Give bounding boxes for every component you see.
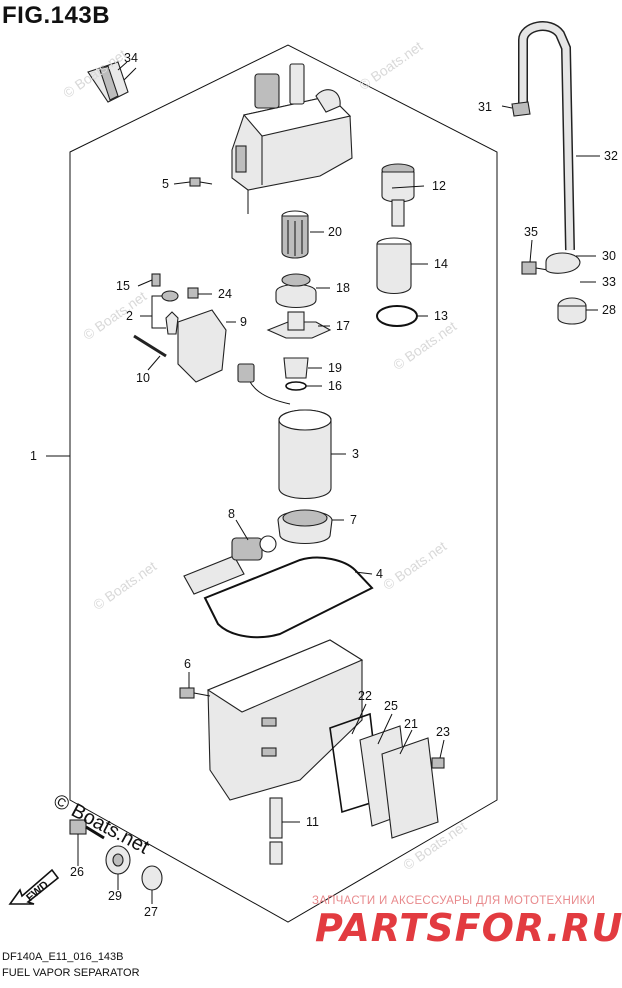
callout-4: 4 xyxy=(376,567,383,581)
part-31-hose-clamp xyxy=(511,101,531,117)
callout-5: 5 xyxy=(162,177,169,191)
part-17-bracket xyxy=(266,311,332,339)
callout-16: 16 xyxy=(328,379,342,393)
callout-19: 19 xyxy=(328,361,342,375)
part-4-gasket xyxy=(203,556,374,639)
callout-29: 29 xyxy=(108,889,122,903)
part-11-pins xyxy=(269,797,283,865)
part-21-cover-plate xyxy=(381,737,439,839)
model-code: DF140A_E11_016_143B xyxy=(2,951,124,963)
callout-18: 18 xyxy=(336,281,350,295)
part-10-pin xyxy=(133,334,167,358)
part-6-bolt xyxy=(179,687,211,699)
callout-34: 34 xyxy=(124,51,138,65)
part-2-valve xyxy=(161,290,179,335)
part-3-fuel-pump xyxy=(237,363,332,499)
callout-8: 8 xyxy=(228,507,235,521)
part-20-filter xyxy=(281,210,309,259)
callout-17: 17 xyxy=(336,319,350,333)
part-24-bolt xyxy=(187,287,199,299)
part-8-strainer xyxy=(183,535,277,595)
part-9-cover xyxy=(177,309,227,383)
part-16-ring xyxy=(285,381,307,391)
separator-top-cover xyxy=(231,63,353,214)
assembly-outline xyxy=(69,44,498,923)
callout-30: 30 xyxy=(602,249,616,263)
part-32-hose xyxy=(518,21,575,251)
promo-logo: PARTSFOR.RU xyxy=(315,906,622,950)
callout-22: 22 xyxy=(358,689,372,703)
callout-21: 21 xyxy=(404,717,418,731)
leader-lines xyxy=(46,67,600,904)
part-7-collar xyxy=(277,509,333,545)
part-27-collar xyxy=(141,865,163,891)
part-13-o-ring xyxy=(376,305,418,327)
part-15-screw xyxy=(151,273,161,287)
part-33-clamp xyxy=(545,252,581,274)
callout-9: 9 xyxy=(240,315,247,329)
callout-27: 27 xyxy=(144,905,158,919)
callout-2: 2 xyxy=(126,309,133,323)
callout-3: 3 xyxy=(352,447,359,461)
callout-32: 32 xyxy=(604,149,618,163)
callout-25: 25 xyxy=(384,699,398,713)
callout-23: 23 xyxy=(436,725,450,739)
callout-labels: 1 2 3 4 5 6 7 8 9 10 11 12 13 14 15 16 1… xyxy=(30,51,618,919)
part-28-grommet xyxy=(557,297,587,325)
callout-10: 10 xyxy=(136,371,150,385)
callout-13: 13 xyxy=(434,309,448,323)
callout-15: 15 xyxy=(116,279,130,293)
section-title: FUEL VAPOR SEPARATOR xyxy=(2,967,140,979)
figure-title: FIG.143B xyxy=(2,2,111,29)
fwd-arrow-icon: FWD xyxy=(8,868,60,905)
part-35-bolt xyxy=(521,261,549,275)
part-12-regulator xyxy=(381,163,415,227)
callout-33: 33 xyxy=(602,275,616,289)
part-5-screw xyxy=(189,177,213,187)
callout-7: 7 xyxy=(350,513,357,527)
callout-20: 20 xyxy=(328,225,342,239)
part-18-holder xyxy=(275,273,317,309)
callout-12: 12 xyxy=(432,179,446,193)
callout-11: 11 xyxy=(306,815,319,829)
callout-28: 28 xyxy=(602,303,616,317)
callout-31: 31 xyxy=(478,100,492,114)
callout-24: 24 xyxy=(218,287,232,301)
part-23-screw xyxy=(431,757,445,769)
part-34-clamp xyxy=(87,61,129,103)
callout-14: 14 xyxy=(434,257,448,271)
part-1-body xyxy=(206,639,364,801)
part-14-cap xyxy=(376,237,412,295)
promo-tagline: ЗАПЧАСТИ И АКСЕССУАРЫ ДЛЯ МОТОТЕХНИКИ xyxy=(312,895,596,907)
callout-26: 26 xyxy=(70,865,84,879)
part-19-seal xyxy=(283,357,309,379)
callout-35: 35 xyxy=(524,225,538,239)
callout-1: 1 xyxy=(30,449,37,463)
part-26-bolt xyxy=(69,819,105,840)
callout-6: 6 xyxy=(184,657,191,671)
